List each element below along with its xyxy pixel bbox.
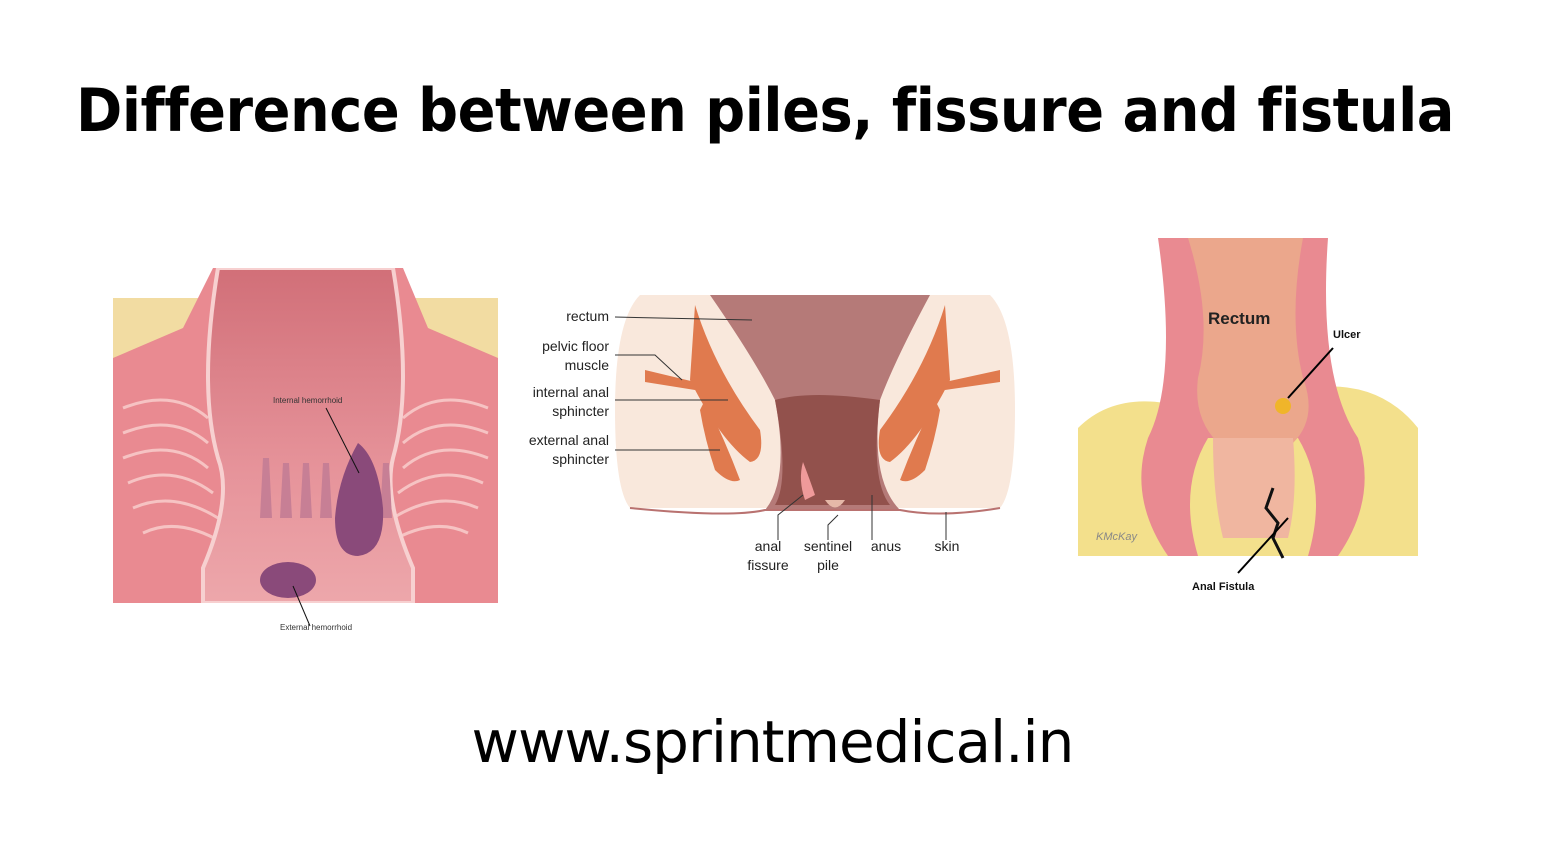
label-muscle: muscle [565, 357, 610, 373]
artist-signature: KMcKay [1096, 531, 1138, 543]
label-anal-fistula: Anal Fistula [1192, 581, 1255, 593]
label-skin: skin [935, 538, 960, 554]
label-external-sphincter: sphincter [552, 451, 609, 467]
label-rectum-fistula: Rectum [1208, 309, 1270, 328]
label-pelvic-floor: pelvic floor [542, 338, 609, 354]
label-anus: anus [871, 538, 901, 554]
label-ulcer: Ulcer [1333, 329, 1361, 341]
label-external-anal: external anal [529, 432, 609, 448]
label-external-hemorrhoid: External hemorrhoid [280, 623, 352, 632]
label-internal-anal: internal anal [533, 384, 609, 400]
website-url: www.sprintmedical.in [471, 708, 1075, 776]
external-hemorrhoid-shape [260, 562, 316, 598]
piles-illustration: Internal hemorrhoid External hemorrhoid [113, 266, 498, 638]
internal-hemorrhoid-shape [335, 443, 384, 556]
label-anal: anal [755, 538, 781, 554]
label-sentinel: sentinel [804, 538, 852, 554]
label-internal-sphincter: sphincter [552, 403, 609, 419]
label-internal-hemorrhoid: Internal hemorrhoid [273, 396, 342, 405]
label-fissure: fissure [747, 557, 788, 573]
label-rectum: rectum [566, 308, 609, 324]
fissure-illustration: rectum pelvic floor muscle internal anal… [510, 290, 1020, 585]
page-title: Difference between piles, fissure and fi… [76, 76, 1454, 146]
label-pile: pile [817, 557, 839, 573]
fistula-illustration: Rectum Ulcer Anal Fistula KMcKay [1078, 238, 1423, 598]
